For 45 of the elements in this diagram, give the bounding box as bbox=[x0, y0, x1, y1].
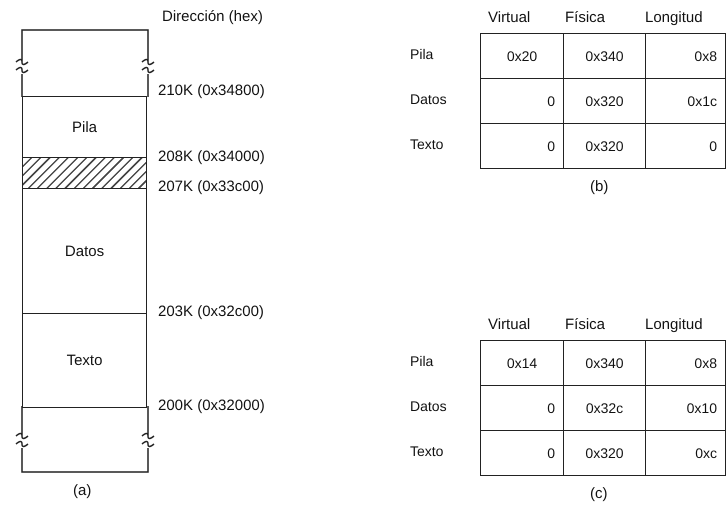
column-header: Virtual bbox=[488, 9, 530, 26]
table-cell: 0x320 bbox=[564, 430, 646, 476]
segment-label: Datos bbox=[64, 242, 104, 260]
column-header: Física bbox=[565, 316, 606, 333]
table-cell: 0 bbox=[480, 78, 564, 124]
segment-label: Texto bbox=[66, 352, 102, 369]
table-cell: 0x14 bbox=[480, 340, 564, 386]
table-cell: 0 bbox=[480, 386, 564, 430]
address-label: 208K (0x34000) bbox=[158, 148, 265, 165]
memory-segment bbox=[22, 313, 147, 408]
table-cell: 0xc bbox=[646, 430, 726, 476]
column-header: Longitud bbox=[645, 9, 703, 26]
row-header: Pila bbox=[410, 46, 434, 62]
row-header: Pila bbox=[410, 353, 434, 369]
table-cell: 0x10 bbox=[646, 386, 726, 430]
memory-segment bbox=[22, 188, 147, 314]
axis-title: Dirección (hex) bbox=[162, 8, 263, 25]
table-cell: 0x8 bbox=[646, 34, 726, 78]
segment-label: Pila bbox=[72, 118, 97, 136]
address-label: 207K (0x33c00) bbox=[158, 178, 264, 195]
table-cell: 0 bbox=[480, 124, 564, 168]
table-cell: 0x320 bbox=[564, 78, 646, 124]
row-header: Texto bbox=[410, 443, 444, 459]
table-cell: 0x320 bbox=[564, 124, 646, 168]
figure-caption: (b) bbox=[590, 178, 608, 195]
table-cell: 0x20 bbox=[480, 34, 564, 78]
row-header: Datos bbox=[410, 398, 447, 414]
row-header: Datos bbox=[410, 91, 447, 107]
table-cell: 0x8 bbox=[646, 340, 726, 386]
table-cell: 0 bbox=[480, 430, 564, 476]
figure-caption: (a) bbox=[73, 482, 92, 499]
column-header: Longitud bbox=[645, 316, 703, 333]
table-cell: 0x32c bbox=[564, 386, 646, 430]
table-cell: 0x1c bbox=[646, 78, 726, 124]
table-cell: 0 bbox=[646, 124, 726, 168]
row-header: Texto bbox=[410, 136, 444, 152]
column-header: Física bbox=[565, 9, 606, 26]
address-label: 210K (0x34800) bbox=[158, 82, 265, 99]
column-header: Virtual bbox=[488, 316, 530, 333]
address-label: 200K (0x32000) bbox=[158, 397, 265, 414]
address-label: 203K (0x32c00) bbox=[158, 303, 264, 320]
table-cell: 0x340 bbox=[564, 340, 646, 386]
figure-caption: (c) bbox=[590, 485, 608, 502]
hatched-segment bbox=[22, 157, 147, 189]
table-cell: 0x340 bbox=[564, 34, 646, 78]
